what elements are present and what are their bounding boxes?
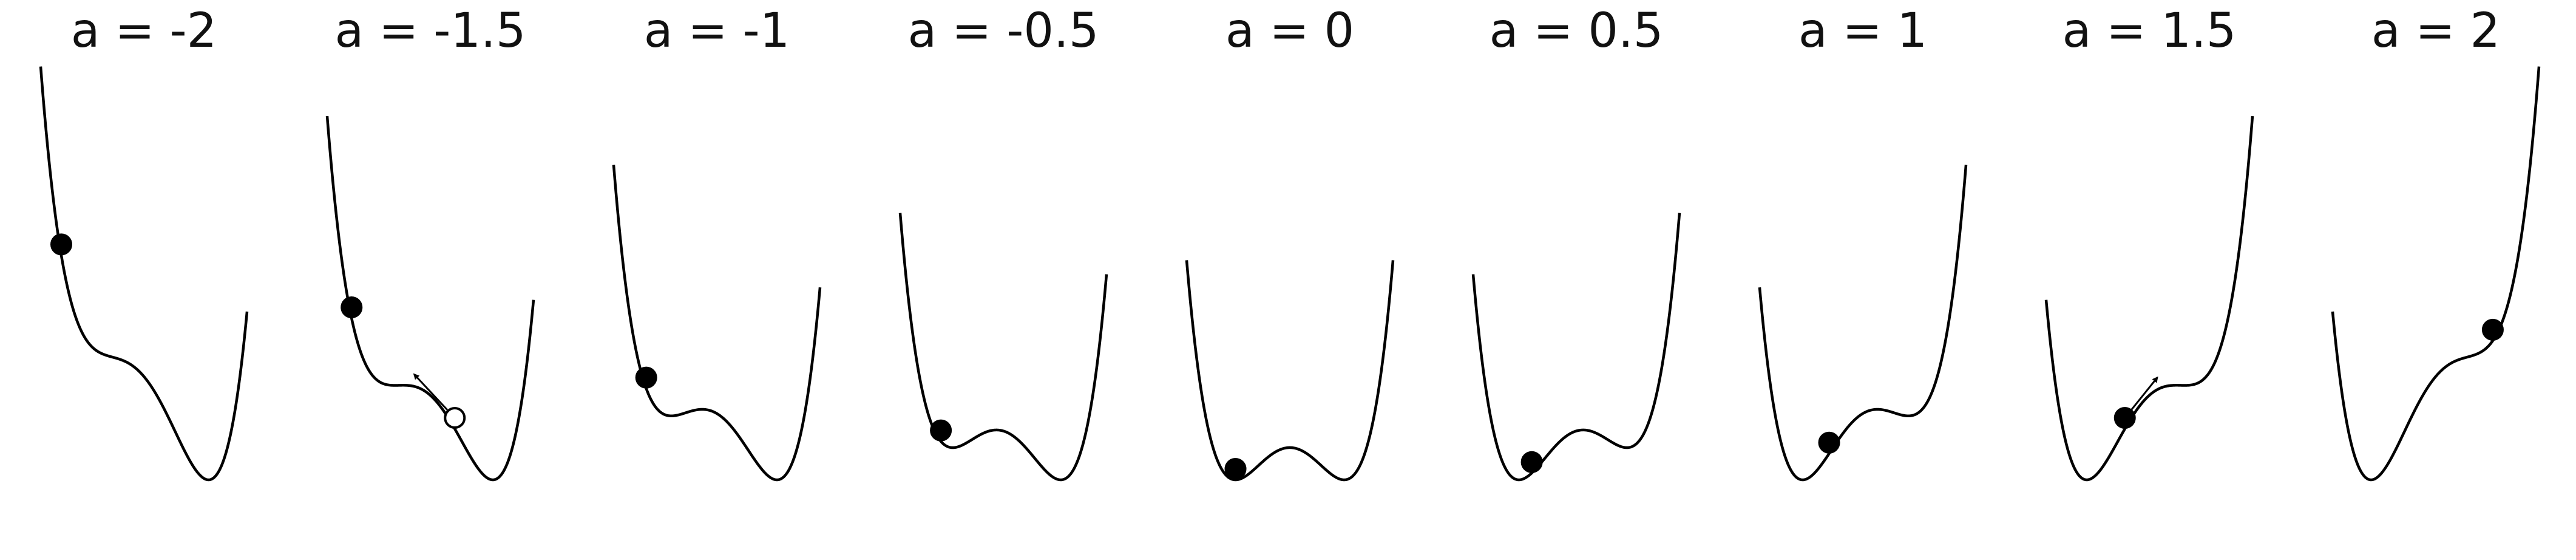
potential-curve [2044,115,2254,482]
potential-plot [612,165,822,482]
potential-plot [2044,115,2254,482]
potential-curve [1185,260,1395,482]
potential-panel: a = -2 [1,0,286,560]
potential-curve [39,66,249,482]
potential-curve [2331,66,2541,482]
potential-curve [325,115,535,482]
motion-arrow [2130,376,2158,410]
potential-plot [2331,66,2541,482]
potential-panel: a = 0 [1147,0,1432,560]
ball-filled [930,419,952,442]
potential-plot [1471,213,1681,482]
panel-label: a = -0.5 [907,4,1099,58]
potential-curve [612,165,822,482]
potential-curve [1471,213,1681,482]
panel-label: a = 1 [1798,4,1928,58]
potential-panel: a = 1.5 [2007,0,2292,560]
ball-filled [1818,431,1840,454]
potential-panel: a = -1.5 [288,0,573,560]
potential-panel: a = 0.5 [1434,0,1719,560]
ball-filled [1224,458,1247,480]
ball-hollow [444,407,466,429]
potential-panel: a = 1 [1720,0,2005,560]
potential-curve [1758,165,1968,482]
potential-plot [898,213,1108,482]
panel-label: a = 2 [2371,4,2501,58]
potential-plot [1185,260,1395,482]
potential-plot [1758,165,1968,482]
ball-filled [2481,318,2504,341]
potential-plot [325,115,535,482]
panel-label: a = 1.5 [2062,4,2237,58]
panel-label: a = 0 [1225,4,1355,58]
panel-label: a = 0.5 [1489,4,1664,58]
ball-filled [341,296,363,319]
potential-panel: a = -0.5 [861,0,1146,560]
panel-label: a = -2 [70,4,217,58]
ball-filled [635,366,657,389]
motion-arrow [413,373,449,411]
ball-filled [2113,407,2136,429]
potential-panel: a = 2 [2293,0,2576,560]
potential-curve [898,213,1108,482]
potential-plot [39,66,249,482]
panel-label: a = -1.5 [334,4,526,58]
panel-label: a = -1 [643,4,790,58]
ball-filled [50,233,72,256]
ball-filled [1520,451,1543,473]
potential-panel: a = -1 [574,0,859,560]
